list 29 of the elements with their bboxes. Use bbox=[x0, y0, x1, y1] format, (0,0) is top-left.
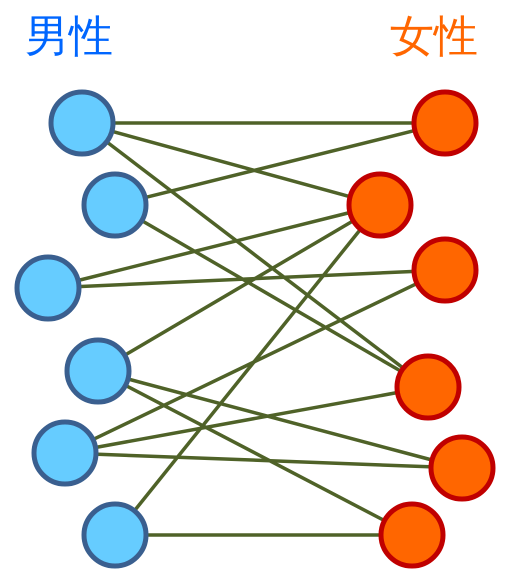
circle-node bbox=[81, 501, 149, 569]
circle-node bbox=[346, 171, 414, 239]
circle-node bbox=[411, 89, 479, 157]
circle-node bbox=[394, 353, 462, 421]
connector-line bbox=[97, 391, 396, 449]
connector-line bbox=[146, 129, 414, 199]
connector-line bbox=[142, 220, 400, 372]
connector-line bbox=[126, 384, 384, 522]
circle-node bbox=[48, 89, 116, 157]
column-heading: 女性 bbox=[390, 12, 478, 62]
connector-line bbox=[80, 211, 348, 282]
circle-node bbox=[378, 501, 446, 569]
connector-line bbox=[107, 142, 403, 368]
connector-line bbox=[115, 121, 412, 125]
connector-line bbox=[94, 282, 416, 440]
connector-line bbox=[113, 130, 349, 198]
connector-line bbox=[126, 220, 352, 356]
connector-line bbox=[134, 230, 361, 510]
circle-node bbox=[14, 254, 82, 322]
circle-node bbox=[81, 171, 149, 239]
connector-line bbox=[148, 533, 379, 537]
connector-line bbox=[129, 378, 431, 462]
circle-node bbox=[411, 236, 479, 304]
column-heading: 男性 bbox=[25, 12, 113, 62]
circle-node bbox=[64, 337, 132, 405]
connector-line bbox=[80, 270, 412, 288]
connector-line bbox=[98, 452, 430, 468]
circle-node bbox=[31, 419, 99, 487]
circle-node bbox=[428, 434, 496, 502]
